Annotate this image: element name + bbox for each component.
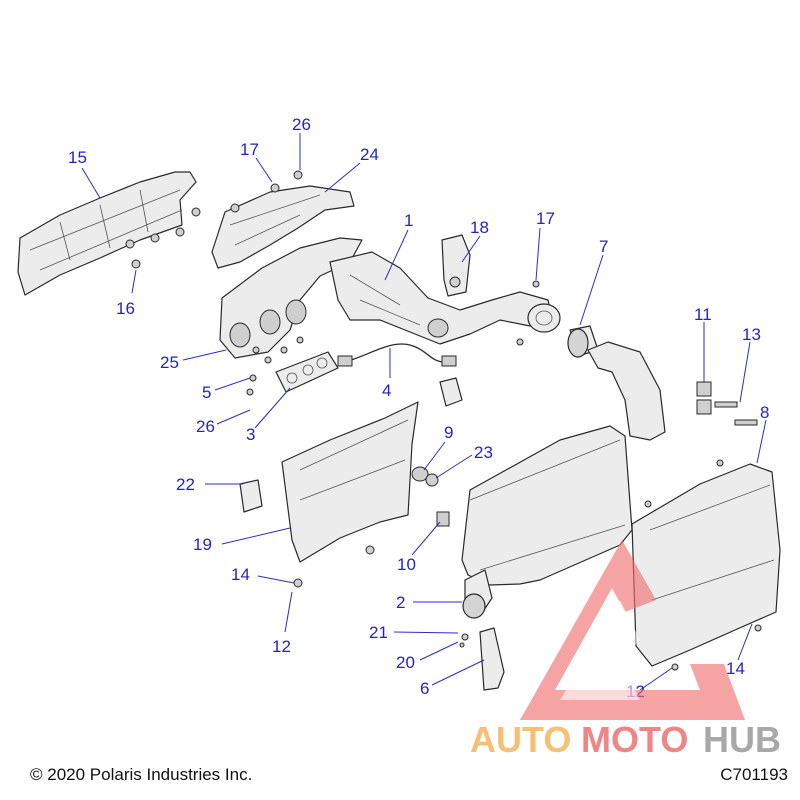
part-1-head-pipe (329, 251, 553, 345)
part-2-muffler (461, 341, 666, 619)
callout-5: 5 (202, 383, 211, 402)
callout-22: 22 (176, 475, 195, 494)
part-25-exhaust-manifold (219, 237, 363, 359)
callout-26b: 26 (196, 417, 215, 436)
callout-leaders (81, 133, 767, 691)
watermark-auto: AUTO (470, 719, 571, 760)
callout-labels: 26 17 24 15 1 18 17 7 16 25 5 26 3 4 11 … (68, 115, 769, 701)
callout-17: 17 (240, 140, 259, 159)
callout-26: 26 (292, 115, 311, 134)
part-4-oxygen-sensor (337, 343, 457, 367)
callout-3: 3 (246, 425, 255, 444)
watermark-inner-triangle-icon (560, 600, 640, 700)
callout-19: 19 (193, 535, 212, 554)
callout-2: 2 (396, 593, 405, 612)
callout-12: 12 (272, 637, 291, 656)
callout-18: 18 (470, 218, 489, 237)
part-18-bracket (441, 234, 471, 297)
part-3-manifold-gasket (275, 351, 339, 393)
drawing-code: C701193 (720, 765, 788, 784)
hardware-fasteners (125, 170, 540, 396)
part-8-heat-shield (631, 459, 781, 671)
part-15-heat-shield (17, 171, 197, 296)
watermark-triangle-icon (520, 540, 745, 720)
callout-11: 11 (694, 305, 712, 324)
copyright-text: © 2020 Polaris Industries Inc. (30, 765, 253, 784)
callout-23: 23 (474, 443, 493, 462)
callout-7: 7 (599, 237, 608, 256)
callout-9: 9 (444, 423, 453, 442)
part-22-bracket (239, 377, 463, 513)
callout-25: 25 (160, 353, 179, 372)
callout-6: 6 (420, 679, 429, 698)
callout-17b: 17 (536, 209, 555, 228)
part-19-heat-shield (281, 401, 419, 588)
callout-16: 16 (116, 299, 135, 318)
parts-9-23-washers (411, 466, 439, 487)
callout-20: 20 (396, 653, 415, 672)
watermark-hub: HUB (703, 719, 781, 760)
callout-4: 4 (382, 381, 391, 400)
callout-10: 10 (397, 555, 416, 574)
automotohub-watermark: AUTO MOTO HUB (470, 540, 781, 760)
part-6-tailpipe-tip (459, 627, 505, 691)
callout-1: 1 (404, 211, 413, 230)
parts-11-13-springs-bolts (696, 381, 758, 426)
callout-15: 15 (68, 148, 87, 167)
part-7-gasket-ring (527, 303, 599, 358)
part-24-heat-shield (211, 185, 355, 269)
callout-8: 8 (760, 403, 769, 422)
callout-14: 14 (231, 565, 250, 584)
callout-14b: 14 (726, 659, 745, 678)
callout-13: 13 (742, 325, 761, 344)
callout-24: 24 (360, 145, 379, 164)
watermark-moto: MOTO (581, 719, 688, 760)
callout-21: 21 (369, 623, 388, 642)
